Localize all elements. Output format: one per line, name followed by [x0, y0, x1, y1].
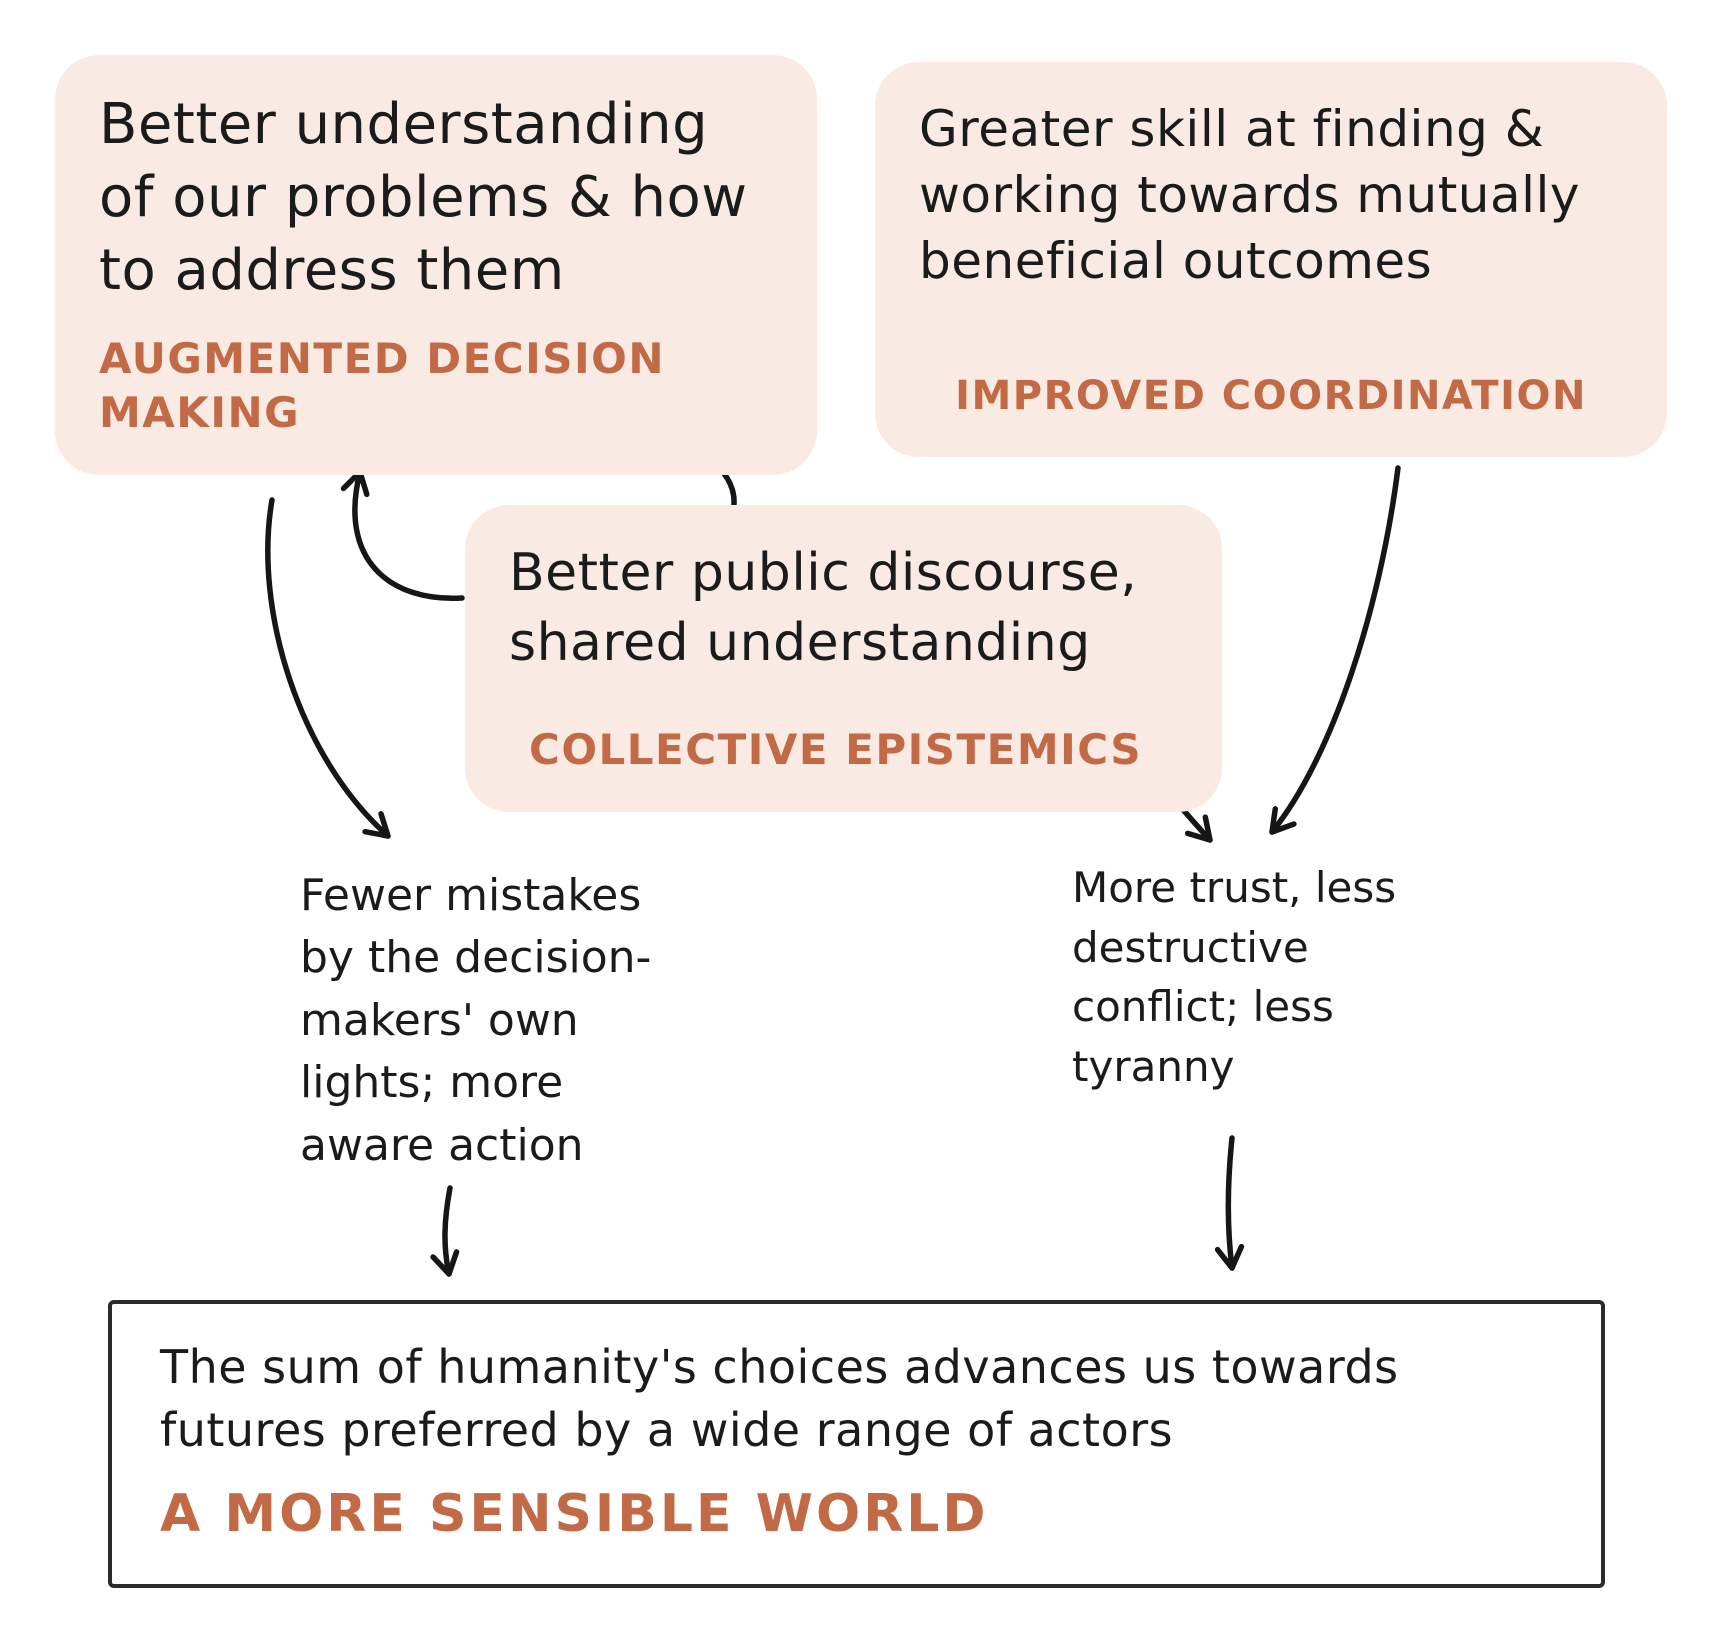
node-collective-epistemics: Better public discourse, shared understa… — [465, 505, 1222, 812]
node-augmented-decision-making-text: Better understanding of our problems & h… — [99, 92, 748, 303]
arrow-middle-to-topleft — [340, 469, 465, 601]
node-improved-coordination-label: IMPROVED COORDINATION — [955, 373, 1587, 420]
node-improved-coordination: Greater skill at finding & working towar… — [875, 62, 1667, 457]
node-a-more-sensible-world-label: A MORE SENSIBLE WORLD — [160, 1483, 989, 1544]
node-collective-epistemics-label: COLLECTIVE EPISTEMICS — [529, 724, 1143, 774]
note-fewer-mistakes: Fewer mistakes by the decision-makers' o… — [300, 870, 652, 1171]
arrow-fewer-mistakes-to-bottom — [430, 1185, 460, 1277]
node-collective-epistemics-text: Better public discourse, shared understa… — [509, 543, 1138, 673]
node-a-more-sensible-world-text: The sum of humanity's choices advances u… — [160, 1340, 1399, 1458]
node-augmented-decision-making-label: AUGMENTED DECISION MAKING — [99, 333, 665, 438]
node-augmented-decision-making: Better understanding of our problems & h… — [55, 55, 817, 475]
arrow-topright-to-more-trust — [1269, 465, 1401, 835]
note-more-trust: More trust, less destructive conflict; l… — [1072, 863, 1397, 1091]
node-a-more-sensible-world: The sum of humanity's choices advances u… — [108, 1300, 1605, 1588]
arrow-more-trust-to-bottom — [1214, 1135, 1245, 1271]
arrow-topleft-to-fewer-mistakes — [265, 497, 391, 839]
node-improved-coordination-text: Greater skill at finding & working towar… — [919, 100, 1580, 290]
